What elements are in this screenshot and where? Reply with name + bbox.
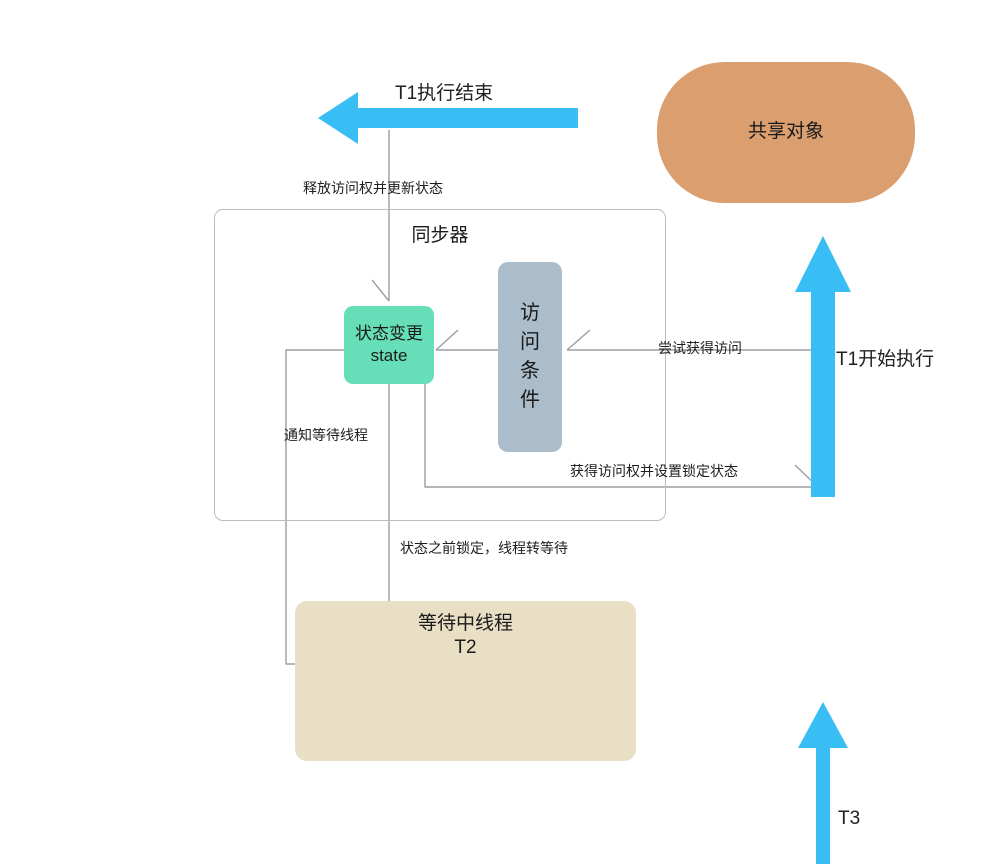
label-acquire-and-lock: 获得访问权并设置锁定状态 — [570, 463, 738, 479]
connector-try-acquire — [566, 329, 818, 351]
waiting-thread-node[interactable]: 等待中线程 T2 — [295, 601, 636, 761]
shared-object-label: 共享对象 — [747, 121, 824, 143]
state-change-label: 状态变更 state — [355, 324, 423, 365]
waiting-thread-label: 等待中线程 T2 — [417, 613, 513, 659]
arrow-t1-start — [795, 236, 851, 497]
label-locked-before-wait: 状态之前锁定，线程转等待 — [400, 540, 568, 556]
label-t1-start: T1开始执行 — [836, 349, 935, 370]
access-condition-node[interactable]: 访 问 条 件 — [498, 262, 562, 452]
connector-notify-waiting — [285, 349, 344, 665]
arrow-t3 — [798, 702, 848, 864]
arrow-t1-finish — [318, 92, 578, 144]
connector-release-update — [371, 130, 390, 302]
label-try-acquire: 尝试获得访问 — [658, 340, 742, 356]
shared-object-node[interactable]: 共享对象 — [657, 62, 915, 203]
synchronizer-container[interactable]: 同步器 — [214, 209, 666, 521]
label-release-update: 释放访问权并更新状态 — [303, 180, 443, 196]
access-condition-label: 访 问 条 件 — [520, 302, 540, 411]
connector-condition-to-state — [435, 329, 498, 351]
synchronizer-label: 同步器 — [411, 225, 469, 246]
label-notify-waiting: 通知等待线程 — [284, 427, 368, 443]
state-change-node[interactable]: 状态变更 state — [344, 306, 434, 384]
label-t1-finish: T1执行结束 — [395, 83, 494, 104]
label-t3: T3 — [838, 808, 861, 829]
